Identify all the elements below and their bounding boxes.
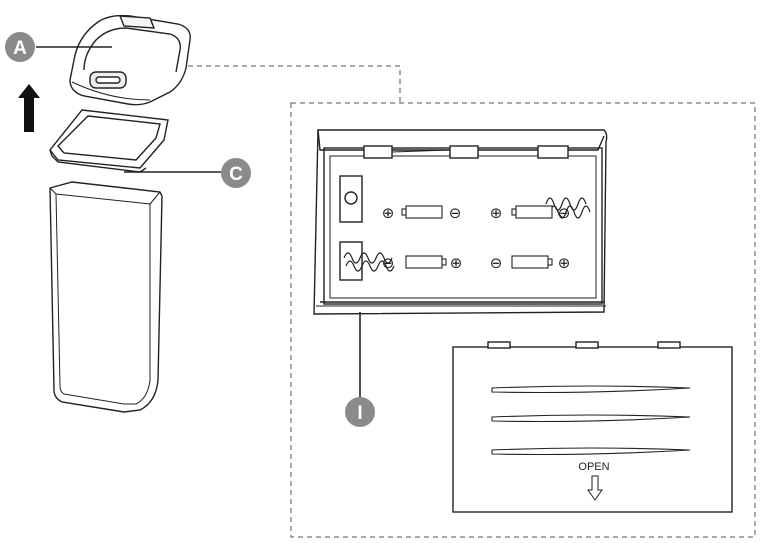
battery-symbols xyxy=(401,205,553,269)
detail-leader xyxy=(188,65,401,103)
polarity-mark: ⊖ xyxy=(558,204,571,222)
polarity-mark: ⊕ xyxy=(450,254,463,272)
bin-body xyxy=(49,181,163,413)
inner-ring xyxy=(49,109,169,173)
polarity-marks: ⊕ ⊖ ⊕ ⊖ ⊕ ⊖ ⊖ ⊕ xyxy=(382,204,571,272)
battery-compartment xyxy=(313,129,608,315)
polarity-mark: ⊕ xyxy=(382,204,395,222)
polarity-mark: ⊕ xyxy=(558,254,571,272)
polarity-mark: ⊖ xyxy=(449,204,462,222)
detail-frame xyxy=(290,102,756,538)
open-label: OPEN xyxy=(578,461,609,473)
up-arrow-icon xyxy=(18,84,40,132)
callout-c: C xyxy=(221,158,251,188)
callout-c-label: C xyxy=(229,164,243,185)
down-arrow-icon xyxy=(587,475,603,501)
polarity-mark: ⊕ xyxy=(490,204,503,222)
callout-a-label: A xyxy=(13,38,27,59)
callout-a: A xyxy=(5,32,35,62)
battery-springs xyxy=(343,197,591,272)
polarity-mark: ⊖ xyxy=(490,254,503,272)
callout-i-label: I xyxy=(357,403,362,424)
lid xyxy=(69,14,191,106)
polarity-mark: ⊖ xyxy=(382,254,395,272)
callout-i: I xyxy=(345,397,375,427)
